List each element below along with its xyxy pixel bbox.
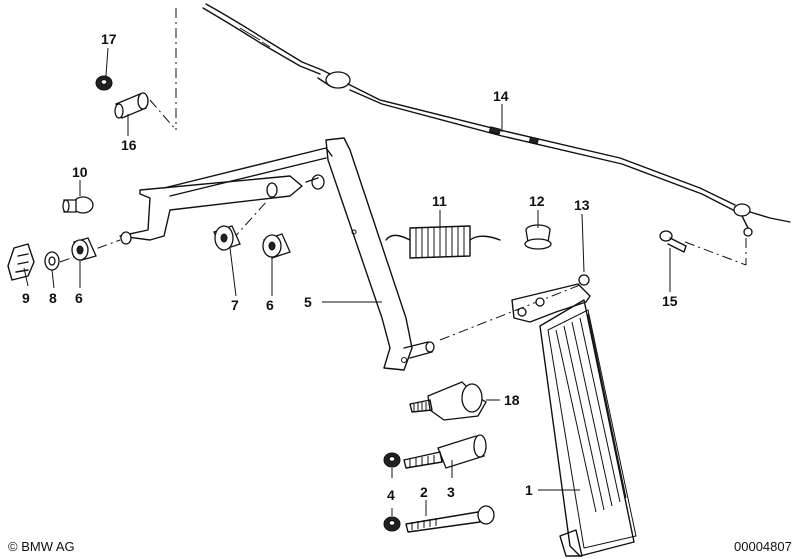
- callout-6-right: 6: [266, 297, 274, 313]
- callout-13: 13: [574, 197, 590, 213]
- part-16-pin: [114, 92, 149, 119]
- callout-9: 9: [22, 290, 30, 306]
- part-7-bushing: [213, 225, 241, 251]
- part-6-bushing-left: [71, 237, 97, 261]
- callout-3: 3: [447, 484, 455, 500]
- callout-17: 17: [101, 31, 117, 47]
- part-9-clip: [7, 243, 35, 281]
- copyright-label: © BMW AG: [8, 539, 75, 554]
- callout-8: 8: [49, 290, 57, 306]
- part-17-nut: [95, 75, 113, 91]
- part-8-washer: [44, 251, 60, 271]
- part-10-bolt: [62, 196, 94, 214]
- callout-leaders: [23, 47, 671, 516]
- part-12-stop: [524, 224, 552, 250]
- callout-1: 1: [525, 482, 533, 498]
- callout-2: 2: [420, 484, 428, 500]
- part-1-pedal: [511, 283, 637, 557]
- throttle-cable: [202, 3, 791, 237]
- diagram-number: 00004807: [734, 539, 792, 554]
- callout-16: 16: [121, 137, 137, 153]
- part-13-clip: [578, 274, 590, 286]
- callout-12: 12: [529, 193, 545, 209]
- callout-18: 18: [504, 392, 520, 408]
- callout-6-left: 6: [75, 290, 83, 306]
- assembly-guide-lines: [59, 8, 747, 341]
- callout-4: 4: [387, 487, 395, 503]
- callout-11: 11: [432, 193, 447, 209]
- part-3-stop-screw: [403, 434, 487, 469]
- callout-7: 7: [231, 297, 239, 313]
- part-4-nut-lower: [383, 516, 401, 532]
- callout-14: 14: [493, 88, 509, 104]
- part-18-switch: [409, 381, 487, 421]
- part-11-spring: [385, 225, 501, 259]
- part-4-nut-upper: [383, 452, 401, 468]
- part-5-lever: [325, 137, 435, 371]
- callout-5: 5: [304, 294, 312, 310]
- part-15-bolt: [659, 230, 687, 253]
- pedal-bracket: [119, 147, 333, 245]
- callout-10: 10: [72, 164, 88, 180]
- callout-numbers: 17 16 10 9 8 6 7 6 5 11 12 13 14 15 18 1…: [22, 31, 678, 503]
- part-2-bolt: [405, 505, 495, 533]
- part-6-bushing-right: [262, 233, 291, 259]
- callout-15: 15: [662, 293, 678, 309]
